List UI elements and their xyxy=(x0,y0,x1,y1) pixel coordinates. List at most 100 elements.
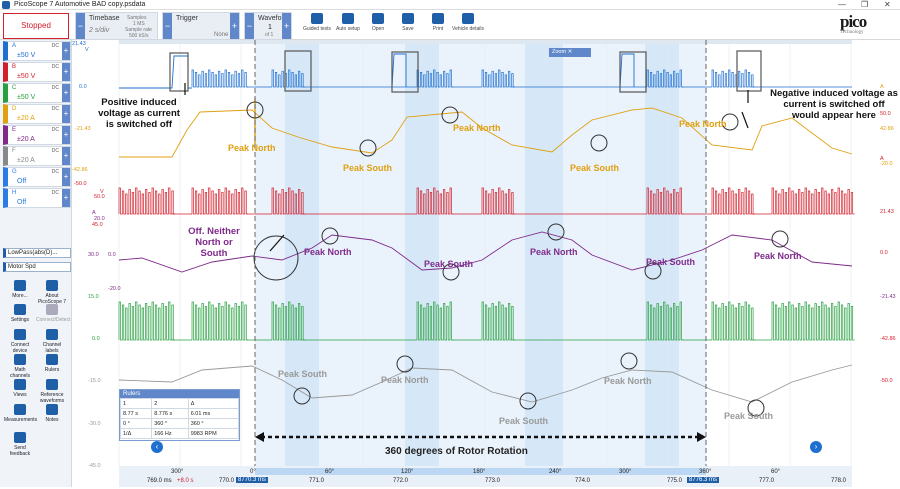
folder-icon xyxy=(372,13,384,24)
car-icon xyxy=(311,13,323,24)
channel-letter: E xyxy=(12,127,17,133)
channel-letter: C xyxy=(12,85,17,91)
channel-plus-button[interactable]: + xyxy=(62,147,70,165)
open-button[interactable]: Open xyxy=(359,12,397,40)
measurements-button[interactable]: Measurements xyxy=(4,404,37,423)
send-feedback-button[interactable]: Send feedback xyxy=(4,432,36,457)
peak-circle xyxy=(246,101,264,119)
channel-f-trace xyxy=(118,364,853,403)
connect-detect-button[interactable]: Connect/Detect xyxy=(36,304,70,323)
timebase-control[interactable]: − Timebase 2 s/div Samples 1 MS Sample r… xyxy=(75,12,158,40)
rotation-arrow-head xyxy=(697,432,706,442)
notes-button[interactable]: Notes xyxy=(36,404,68,423)
auto-setup-button[interactable]: Auto setup xyxy=(329,12,367,40)
ruler-region xyxy=(255,40,706,466)
more-button[interactable]: More... xyxy=(4,280,36,299)
left-axis-label: 0.0 xyxy=(92,336,100,342)
ruler1-time-marker[interactable]: 8770.3 ms xyxy=(236,477,269,483)
peak-circle xyxy=(293,387,311,405)
waveform-prev-button[interactable]: − xyxy=(245,13,254,39)
channel-plus-button[interactable]: + xyxy=(62,84,70,102)
math-channels-button[interactable]: Math channels xyxy=(4,354,36,379)
annotation-box xyxy=(736,50,762,92)
annotation-box xyxy=(391,51,419,93)
channel-labels-button[interactable]: Channel labels xyxy=(36,329,68,354)
channel-plus-button[interactable]: + xyxy=(62,168,70,186)
rulers-button[interactable]: Rulers xyxy=(36,354,68,373)
waveform-number: 1 xyxy=(268,24,272,31)
peak-north-label: Peak North xyxy=(453,123,501,133)
waveform-plot[interactable]: 21.43V0.0-21.43-42.86-50.0V50.0A20.045.0… xyxy=(72,40,900,487)
vehicle-details-button[interactable]: Vehicle details xyxy=(449,12,487,40)
save-icon xyxy=(402,13,414,24)
minimize-icon[interactable]: — xyxy=(838,0,846,9)
time-tick: 770.0 xyxy=(219,478,235,484)
settings-button[interactable]: Settings xyxy=(4,304,36,323)
math-channel-lowpass[interactable]: LowPass(abs(D)... xyxy=(3,248,71,258)
reference-waveforms-button[interactable]: Reference waveforms xyxy=(36,379,68,404)
time-tick: 774.0 xyxy=(575,478,591,484)
ruler2-time-marker[interactable]: 8776.3 ms xyxy=(687,477,720,483)
waveform-control[interactable]: − Waveform 1 of 1 + xyxy=(244,12,292,40)
trigger-plus-button[interactable]: + xyxy=(230,13,239,39)
peak-circle xyxy=(547,223,565,241)
views-button[interactable]: Views xyxy=(4,379,36,398)
channel-b-burst xyxy=(271,187,305,215)
channel-a-burst xyxy=(191,69,249,88)
right-axis-label: 42.86 xyxy=(880,126,894,132)
channel-a-burst xyxy=(646,69,684,88)
peak-north-label: Peak North xyxy=(679,119,727,129)
guided-tests-button[interactable]: Guided tests xyxy=(298,12,336,40)
channel-a-trace xyxy=(119,55,192,89)
peak-circle xyxy=(771,230,789,248)
channel-letter: H xyxy=(12,190,17,196)
more-icon xyxy=(14,280,26,291)
channel-plus-button[interactable]: + xyxy=(62,126,70,144)
wand-icon xyxy=(342,13,354,24)
maximize-icon[interactable]: ❐ xyxy=(861,0,869,9)
time-tick: 777.0 xyxy=(759,478,775,484)
channel-plus-button[interactable]: + xyxy=(62,42,70,60)
channel-plus-button[interactable]: + xyxy=(62,105,70,123)
trigger-minus-button[interactable]: − xyxy=(163,13,172,39)
channel-c-burst xyxy=(271,301,305,341)
degree-tick: 60° xyxy=(325,469,335,475)
print-button[interactable]: Print xyxy=(419,12,457,40)
left-axis-label: -30.0 xyxy=(88,421,101,427)
math-channel-motor-spd[interactable]: Motor Spd xyxy=(3,262,71,272)
vehicle-icon xyxy=(462,13,474,24)
right-axis-label: 0.0 xyxy=(880,250,888,256)
connect-device-button[interactable]: Connect device xyxy=(4,329,36,354)
channel-c-burst xyxy=(481,301,515,341)
peak-north-label: Peak North xyxy=(381,375,429,385)
about-button[interactable]: About PicoScope 7 xyxy=(36,280,68,305)
degree-tick: 300° xyxy=(619,469,632,475)
zoom-overview[interactable]: Zoom ✕ xyxy=(549,48,591,57)
save-button[interactable]: Save xyxy=(389,12,427,40)
trigger-control[interactable]: − Trigger None + xyxy=(162,12,240,40)
waveform-next-button[interactable]: + xyxy=(282,13,291,39)
left-axis-label: A xyxy=(92,210,96,216)
degree-tick: 120° xyxy=(401,469,414,475)
scroll-right-icon[interactable]: › xyxy=(810,441,822,453)
channel-plus-button[interactable]: + xyxy=(62,189,70,207)
channel-coupling: DC xyxy=(51,169,59,175)
annotation-negative-voltage: Negative induced voltage as current is s… xyxy=(770,88,898,121)
stop-button[interactable]: Stopped xyxy=(3,13,69,39)
close-icon[interactable]: ✕ xyxy=(884,0,891,9)
scroll-left-icon[interactable]: ‹ xyxy=(151,441,163,453)
timebase-minus-button[interactable]: − xyxy=(76,13,85,39)
channel-plus-button[interactable]: + xyxy=(62,63,70,81)
channel-letter: D xyxy=(12,106,17,112)
